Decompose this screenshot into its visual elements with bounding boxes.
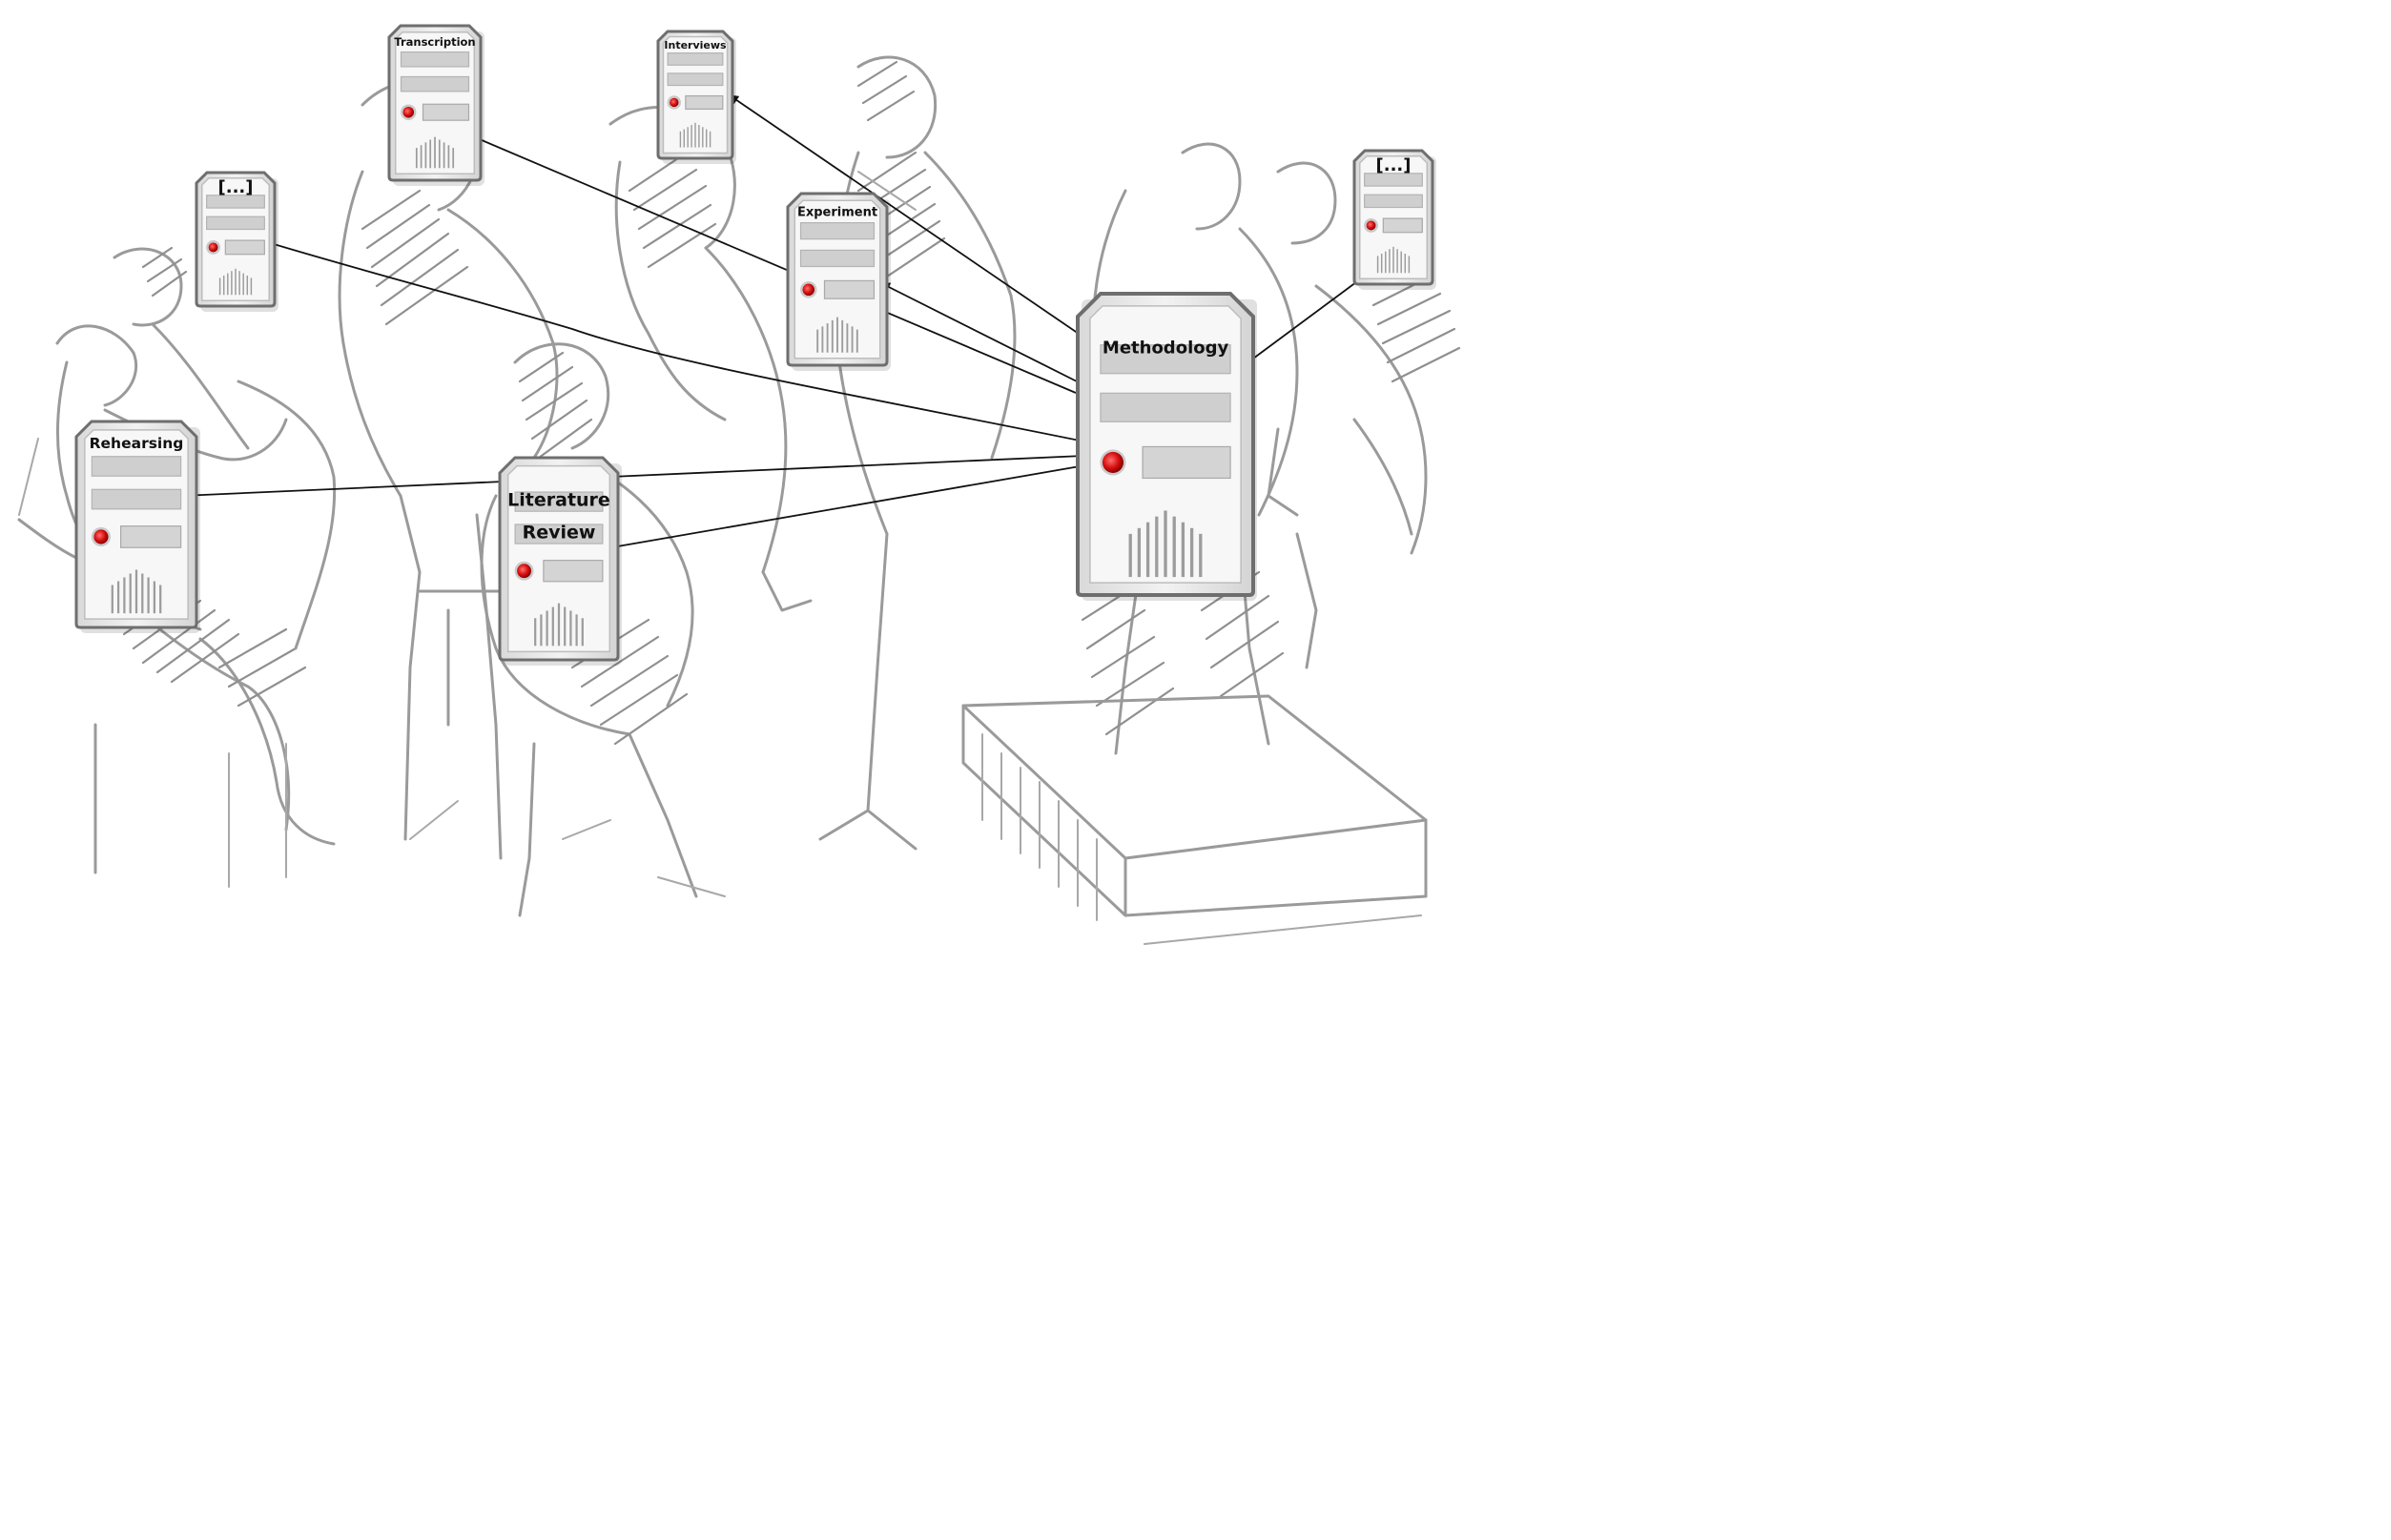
power-led-icon	[1367, 220, 1376, 230]
drive-slot	[686, 96, 723, 110]
server-bay-1	[401, 52, 468, 67]
power-led-icon	[402, 107, 414, 118]
server-tower-icon	[76, 421, 196, 627]
server-bay-2	[92, 489, 180, 509]
node-layer: Transcription Interviews [...] Experiment [.…	[76, 26, 1436, 666]
power-led-icon	[517, 564, 531, 578]
server-bay-2	[801, 250, 875, 266]
node-label-literature-review-line-2: Review	[523, 523, 596, 544]
server-node-experiment: Experiment	[788, 194, 891, 371]
server-bay-2	[401, 76, 468, 91]
server-bay-2	[1101, 393, 1230, 421]
drive-slot	[1383, 218, 1422, 233]
server-bay-2	[668, 73, 723, 86]
power-led-icon	[1103, 452, 1123, 473]
server-node-interviews: Interviews	[658, 31, 736, 164]
server-node-ellipsis-right: [...]	[1354, 151, 1436, 290]
server-node-rehearsing: Rehearsing	[76, 421, 200, 633]
power-led-icon	[803, 284, 814, 296]
edge-methodology-to-interviews	[730, 95, 1082, 336]
power-led-icon	[93, 529, 108, 544]
node-label-rehearsing: Rehearsing	[90, 435, 184, 452]
drive-slot	[824, 280, 874, 298]
drive-slot	[1143, 446, 1230, 478]
server-tower-icon	[500, 458, 618, 660]
node-label-interviews: Interviews	[664, 39, 727, 51]
server-node-transcription: Transcription	[389, 26, 484, 186]
node-label-ellipsis-left: [...]	[218, 177, 254, 197]
node-label-experiment: Experiment	[797, 205, 877, 219]
server-bay-1	[92, 457, 180, 477]
server-node-ellipsis-left: [...]	[196, 173, 278, 312]
power-led-icon	[670, 98, 678, 107]
edge-methodology-to-ellipsis-left	[264, 241, 1080, 441]
server-bay-1	[668, 53, 723, 66]
node-label-ellipsis-right: [...]	[1376, 155, 1412, 175]
diagram-canvas: Transcription Interviews [...] Experiment [.…	[0, 0, 1491, 973]
node-label-transcription: Transcription	[394, 35, 475, 49]
server-node-methodology: Methodology	[1078, 294, 1257, 601]
server-tower-icon	[389, 26, 481, 180]
drive-slot	[423, 104, 469, 120]
server-bay-1	[801, 223, 875, 239]
drive-slot	[544, 561, 603, 582]
server-bay-2	[207, 216, 265, 229]
drive-slot	[225, 240, 264, 255]
edge-methodology-to-experiment	[881, 283, 1081, 383]
node-label-literature-review-line-1: Literature	[507, 490, 610, 511]
edge-methodology-to-ellipsis-right	[1253, 277, 1364, 359]
drive-slot	[121, 526, 181, 548]
node-label-methodology: Methodology	[1103, 339, 1229, 359]
server-bay-2	[1365, 195, 1423, 207]
edge-methodology-to-literature-review	[607, 465, 1085, 548]
power-led-icon	[209, 242, 218, 252]
